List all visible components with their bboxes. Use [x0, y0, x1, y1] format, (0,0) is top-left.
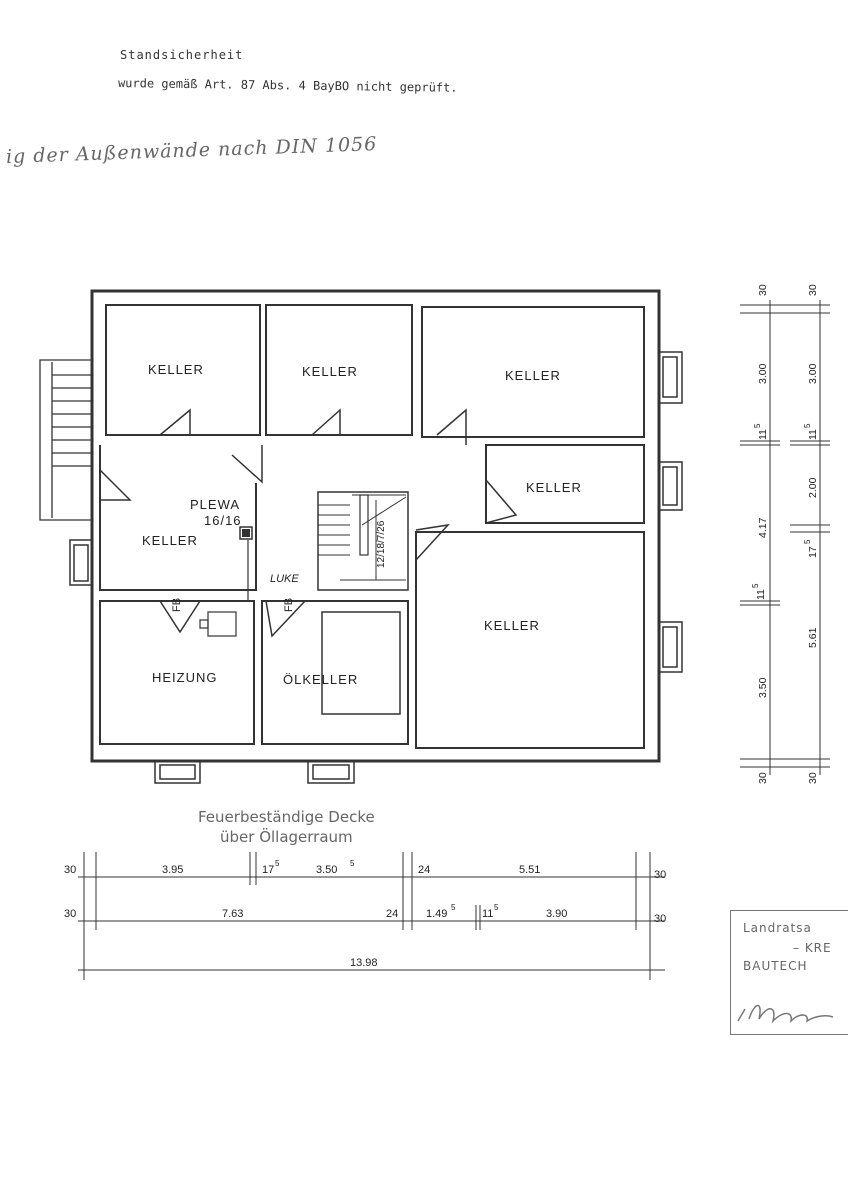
bottom-dimension-lines	[78, 852, 665, 980]
dim-r2-sup5-b: 5	[803, 539, 812, 544]
room-label-keller-5: KELLER	[526, 480, 582, 495]
dim-r2-561: 5.61	[807, 627, 819, 648]
dim-b2-149: 1.49	[426, 908, 447, 920]
dim-b2-30-r: 30	[654, 913, 666, 925]
dim-b1-sup5-a: 5	[275, 859, 280, 868]
stair-label: 12/18/7/26	[376, 520, 387, 568]
dim-r1-sup5-b: 5	[751, 583, 760, 588]
room-label-keller-2: KELLER	[302, 364, 358, 379]
room-label-keller-3: KELLER	[505, 368, 561, 383]
dim-b2-390: 3.90	[546, 908, 567, 920]
dim-r2-sup5-a: 5	[803, 423, 812, 428]
oel-tank-area	[321, 611, 401, 715]
dim-r2-30-bot: 30	[807, 772, 819, 784]
right-dimension-lines	[740, 300, 830, 775]
room-label-keller-6: KELLER	[484, 618, 540, 633]
dim-b1-395: 3.95	[162, 864, 183, 876]
dim-b1-350: 3.50	[316, 864, 337, 876]
plewa-size: 16/16	[204, 513, 242, 528]
dim-r1-350: 3.50	[757, 677, 769, 698]
fb-label-1: FB	[171, 598, 183, 612]
window-wells	[69, 351, 683, 784]
dim-r1-11b: 11	[755, 589, 767, 600]
dim-b2-24: 24	[386, 908, 398, 920]
room-label-oelkeller: ÖLKELLER	[283, 672, 358, 687]
dim-r1-417: 4.17	[757, 517, 769, 538]
room-outline-keller-3	[421, 306, 645, 438]
authority-stamp-line1: Landratsa	[743, 921, 812, 935]
dim-b2-sup5-a: 5	[451, 903, 456, 912]
fb-label-2: FB	[283, 598, 295, 612]
dim-r2-200: 2.00	[807, 477, 819, 498]
dim-r1-300: 3.00	[757, 363, 769, 384]
fire-ceiling-stamp-line2: über Öllagerraum	[220, 828, 353, 846]
boiler	[207, 611, 237, 637]
stair-steps	[318, 494, 407, 581]
dim-r2-17: 17	[807, 546, 819, 558]
room-outline-keller-6	[415, 531, 645, 749]
chimney	[239, 526, 253, 540]
signature	[737, 1004, 834, 1024]
stairwell	[317, 491, 409, 591]
room-label-keller-1: KELLER	[148, 362, 204, 377]
dim-r2-30-top: 30	[807, 284, 819, 296]
dim-b1-17: 17	[262, 864, 274, 876]
room-outline-keller-2	[265, 304, 413, 436]
room-outline-keller-5	[485, 444, 645, 524]
authority-stamp: Landratsa – KRE BAUTECH	[730, 910, 848, 1035]
dim-b1-551: 5.51	[519, 864, 540, 876]
room-outline-keller-1	[105, 304, 261, 436]
dim-r2-300: 3.00	[807, 363, 819, 384]
dim-b1-24: 24	[418, 864, 430, 876]
dim-r2-11: 11	[807, 429, 819, 440]
room-label-heizung: HEIZUNG	[152, 670, 218, 685]
authority-stamp-line3: BAUTECH	[743, 959, 808, 973]
stability-stamp-line1: Standsicherheit	[120, 48, 244, 62]
dim-b2-sup5-b: 5	[494, 903, 499, 912]
dim-r1-11: 11	[757, 429, 769, 440]
dim-b2-763: 7.63	[222, 908, 243, 920]
fire-ceiling-stamp-line1: Feuerbeständige Decke	[198, 808, 375, 826]
dim-b3-1398: 13.98	[350, 957, 378, 969]
dim-r1-30-top: 30	[757, 284, 769, 296]
room-label-plewa: PLEWA	[190, 497, 240, 512]
dim-r1-30-bot: 30	[757, 772, 769, 784]
dim-b1-30-r: 30	[654, 869, 666, 881]
dim-r1-sup5-a: 5	[753, 423, 762, 428]
dim-b1-30-l: 30	[64, 864, 76, 876]
room-outline-heizung	[99, 600, 255, 745]
luke-label: LUKE	[270, 573, 299, 585]
room-label-keller-4: KELLER	[142, 533, 198, 548]
room-outline-keller-4	[99, 445, 257, 591]
dim-b1-sup5-b: 5	[350, 859, 355, 868]
outer-wall	[90, 289, 661, 763]
outside-stair	[39, 359, 92, 521]
authority-stamp-line2: – KRE	[793, 941, 832, 955]
room-outline-oelkeller	[261, 600, 409, 745]
dim-b2-11: 11	[482, 908, 493, 920]
dim-b2-30-l: 30	[64, 908, 76, 920]
